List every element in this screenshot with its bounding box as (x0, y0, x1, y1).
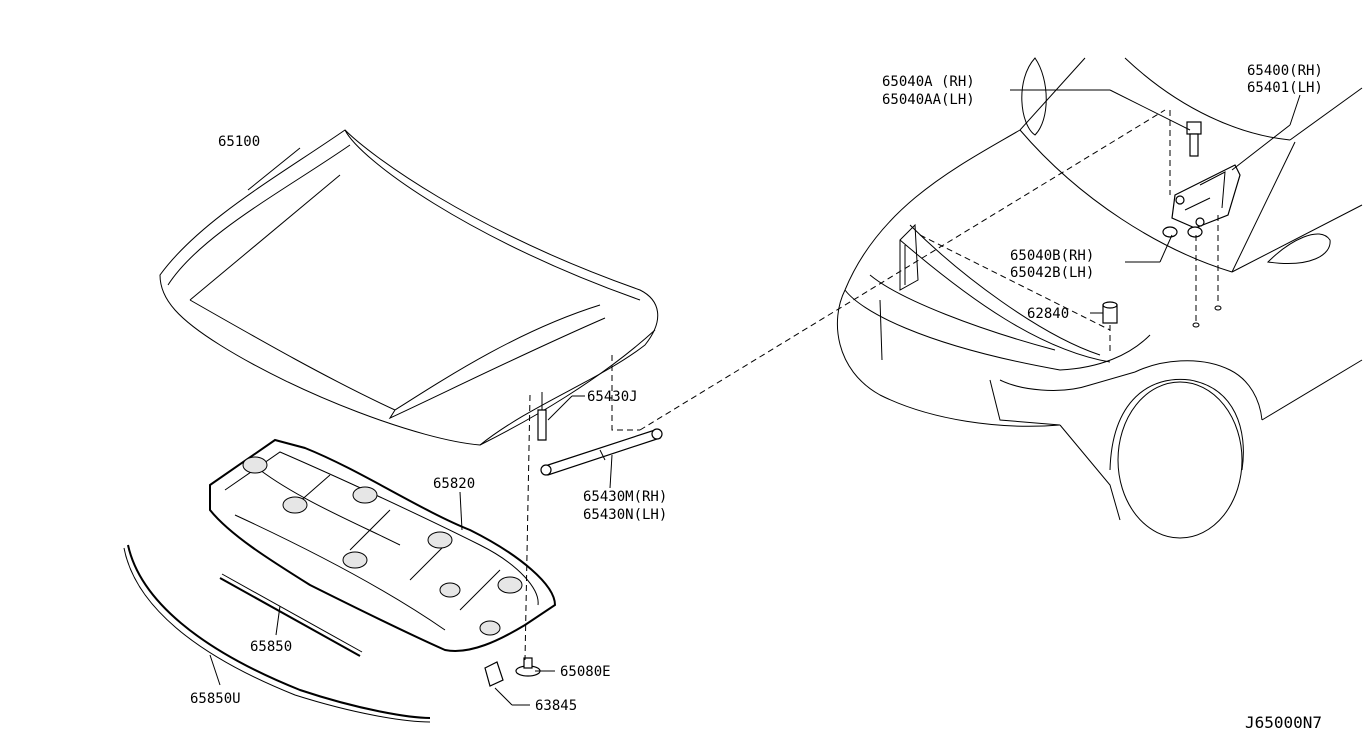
assembly-dashed-lines (524, 109, 1222, 661)
seal-65850 (219, 577, 361, 657)
clip-63845 (484, 661, 504, 687)
hood-insulator-65820 (209, 438, 557, 652)
label-65430N: 65430N(LH) (583, 507, 667, 523)
label-65040B: 65040B(RH) (1010, 248, 1094, 264)
label-65850U: 65850U (190, 691, 241, 707)
label-65401: 65401(LH) (1247, 80, 1323, 96)
label-65080E: 65080E (560, 664, 611, 680)
label-65820: 65820 (433, 476, 475, 492)
label-65042B: 65042B(LH) (1010, 265, 1094, 281)
hood-panel-65100 (159, 129, 659, 446)
label-65040A: 65040A (RH) (882, 74, 975, 90)
hood-stay-65430 (537, 392, 663, 476)
label-62840: 62840 (1027, 306, 1069, 322)
label-65850: 65850 (250, 639, 292, 655)
label-65430M: 65430M(RH) (583, 489, 667, 505)
hood-seals (123, 544, 431, 723)
label-65040AA: 65040AA(LH) (882, 92, 975, 108)
label-65100: 65100 (218, 134, 260, 150)
clips-bottom (484, 657, 541, 687)
seal-65850U (127, 544, 431, 719)
label-63845: 63845 (535, 698, 577, 714)
leader-lines (209, 89, 1301, 706)
label-65400: 65400(RH) (1247, 63, 1323, 79)
vehicle-front-illustration (836, 57, 1363, 539)
part-labels: 65100 65040A (RH) 65040AA(LH) 65400(RH) … (190, 63, 1323, 732)
label-65430J: 65430J (587, 389, 638, 405)
diagram-code: J65000N7 (1245, 713, 1322, 732)
hood-hinge-65400 (1102, 121, 1241, 324)
